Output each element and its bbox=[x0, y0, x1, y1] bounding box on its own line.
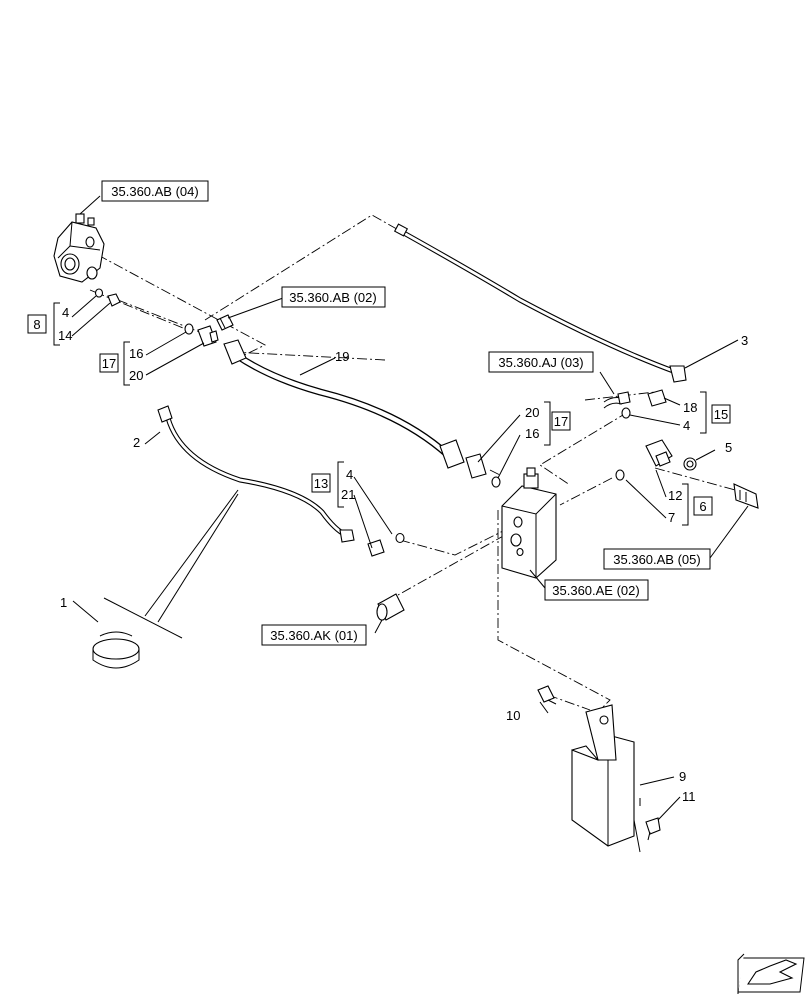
ref-box-ab02[interactable]: 35.360.AB (02) bbox=[281, 286, 386, 308]
group-box-8: 8 bbox=[27, 314, 47, 334]
ref-label-ae02[interactable]: 35.360.AE (02) bbox=[552, 583, 639, 598]
group-brackets bbox=[53, 302, 707, 526]
ref-label-ab02[interactable]: 35.360.AB (02) bbox=[289, 290, 376, 305]
hose-19 bbox=[223, 339, 465, 469]
adapter-fitting-ab02 bbox=[216, 314, 234, 331]
part-number-4-left: 4 bbox=[62, 305, 69, 320]
group-label-17-left: 17 bbox=[102, 356, 116, 371]
ref-box-ae02[interactable]: 35.360.AE (02) bbox=[544, 579, 649, 601]
group-label-8: 8 bbox=[33, 317, 40, 332]
fittings-16-20-right bbox=[465, 453, 501, 488]
group-label-6: 6 bbox=[699, 499, 706, 514]
ref-box-ab04[interactable]: 35.360.AB (04) bbox=[101, 180, 209, 202]
bolt-11 bbox=[645, 817, 661, 841]
group-box-6: 6 bbox=[693, 496, 713, 516]
group-label-13: 13 bbox=[314, 476, 328, 491]
clamp-band-1 bbox=[92, 489, 239, 669]
ref-label-ab04[interactable]: 35.360.AB (04) bbox=[111, 184, 198, 199]
hose-3 bbox=[393, 223, 687, 383]
part-number-16-right: 16 bbox=[525, 426, 539, 441]
fittings-4-21 bbox=[367, 532, 405, 557]
part-numbers: 1 2 3 4 14 16 20 19 4 21 20 16 18 4 5 12… bbox=[58, 305, 748, 804]
ref-label-aj03[interactable]: 35.360.AJ (03) bbox=[498, 355, 583, 370]
sensor-12 bbox=[615, 439, 697, 481]
part-number-19: 19 bbox=[335, 349, 349, 364]
ref-label-ak01[interactable]: 35.360.AK (01) bbox=[270, 628, 357, 643]
part-number-2: 2 bbox=[133, 435, 140, 450]
hose-2 bbox=[157, 405, 355, 543]
part-number-9: 9 bbox=[679, 769, 686, 784]
plug-ak01 bbox=[376, 593, 405, 621]
part-number-14: 14 bbox=[58, 328, 72, 343]
part-number-16-left: 16 bbox=[129, 346, 143, 361]
group-label-15: 15 bbox=[714, 407, 728, 422]
ref-box-ak01[interactable]: 35.360.AK (01) bbox=[261, 624, 367, 646]
part-number-18: 18 bbox=[683, 400, 697, 415]
part-number-21: 21 bbox=[341, 487, 355, 502]
part-number-7: 7 bbox=[668, 510, 675, 525]
part-number-11: 11 bbox=[682, 789, 696, 804]
ref-label-ab05[interactable]: 35.360.AB (05) bbox=[613, 552, 700, 567]
part-number-20-right: 20 bbox=[525, 405, 539, 420]
group-box-17-left: 17 bbox=[99, 353, 119, 373]
group-box-15: 15 bbox=[711, 404, 731, 424]
part-number-3: 3 bbox=[741, 333, 748, 348]
fitting-18 bbox=[621, 389, 667, 419]
view-orientation-arrow-icon bbox=[737, 953, 805, 994]
part-number-4-mid: 4 bbox=[346, 467, 353, 482]
bracket-9 bbox=[571, 704, 641, 853]
assembly-lines bbox=[89, 214, 736, 713]
sensor-plug-ab05 bbox=[733, 483, 759, 509]
valve-block-top-left bbox=[53, 195, 105, 283]
fittings-16-20-left bbox=[184, 323, 219, 347]
group-label-17-right: 17 bbox=[554, 414, 568, 429]
part-number-4-right: 4 bbox=[683, 418, 690, 433]
ref-box-aj03[interactable]: 35.360.AJ (03) bbox=[488, 351, 594, 373]
part-number-12: 12 bbox=[668, 488, 682, 503]
leader-lines bbox=[71, 295, 749, 821]
ref-box-ab05[interactable]: 35.360.AB (05) bbox=[603, 548, 711, 570]
part-number-5: 5 bbox=[725, 440, 732, 455]
seal-and-fitting-14 bbox=[94, 288, 121, 307]
part-number-10: 10 bbox=[506, 708, 520, 723]
bolt-10 bbox=[537, 685, 557, 705]
valve-body-ae02 bbox=[501, 467, 557, 579]
part-number-1: 1 bbox=[60, 595, 67, 610]
group-box-17-right: 17 bbox=[551, 411, 571, 431]
fitting-aj03 bbox=[603, 391, 631, 409]
part-number-20-left: 20 bbox=[129, 368, 143, 383]
group-box-13: 13 bbox=[311, 473, 331, 493]
